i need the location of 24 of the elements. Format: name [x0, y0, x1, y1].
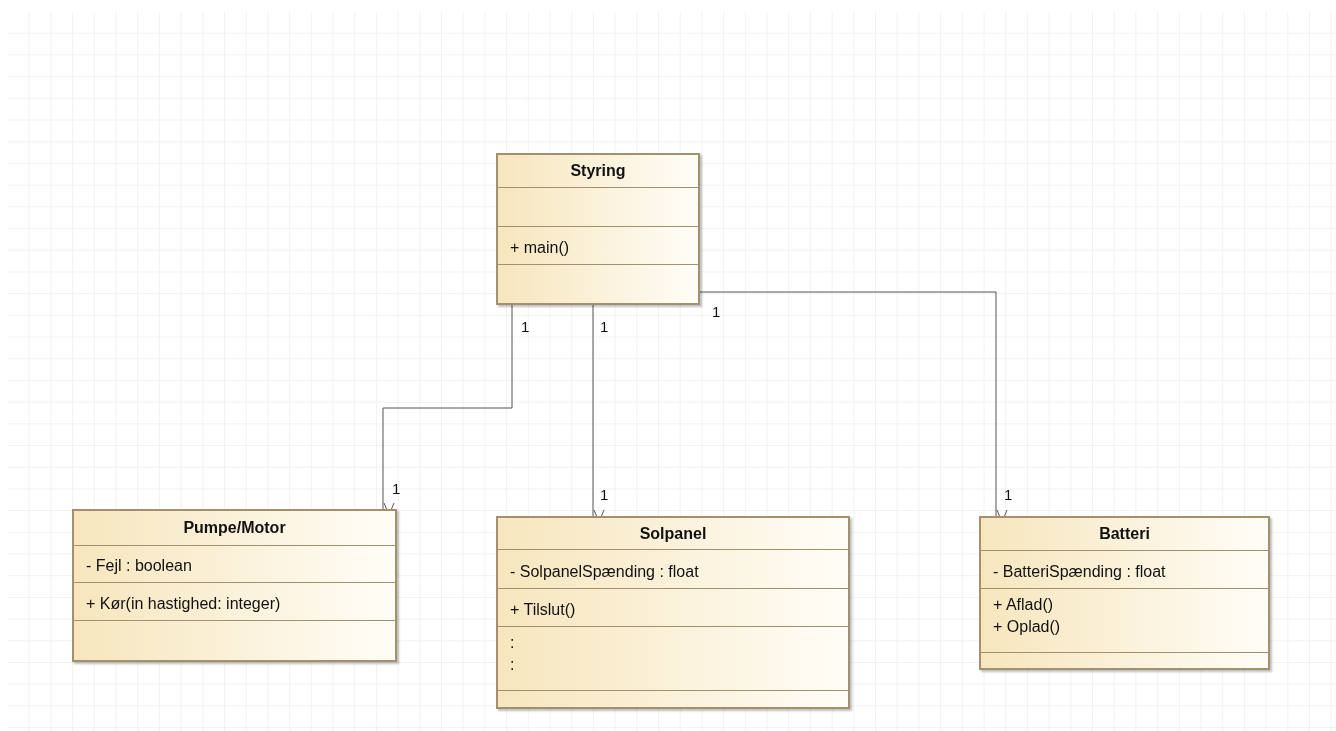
class-name: Solpanel [639, 523, 707, 544]
multiplicity-label: 1 [521, 318, 530, 336]
class-member: + Kør(in hastighed: integer) [86, 593, 282, 614]
class-member: - SolpanelSpænding : float [510, 561, 700, 582]
multiplicity-label: 1 [392, 480, 401, 498]
multiplicity-label: 1 [600, 486, 609, 504]
class-box [496, 153, 700, 305]
class-box [496, 516, 850, 709]
class-box [979, 516, 1270, 670]
class-member: + Aflad() [993, 594, 1055, 615]
class-member: + Tilslut() [510, 600, 577, 621]
class-member: : [510, 633, 516, 654]
class-member: : [510, 655, 516, 676]
class-name: Pumpe/Motor [183, 518, 286, 539]
class-member: - Fejl : boolean [86, 556, 193, 577]
class-name: Styring [570, 161, 626, 182]
class-box [72, 509, 397, 662]
multiplicity-label: 1 [600, 318, 609, 336]
class-member: + Oplad() [993, 616, 1062, 637]
class-name: Batteri [1099, 524, 1150, 545]
multiplicity-label: 1 [712, 303, 721, 321]
class-member: - BatteriSpænding : float [993, 561, 1167, 582]
multiplicity-label: 1 [1004, 486, 1013, 504]
class-member: + main() [510, 237, 571, 258]
